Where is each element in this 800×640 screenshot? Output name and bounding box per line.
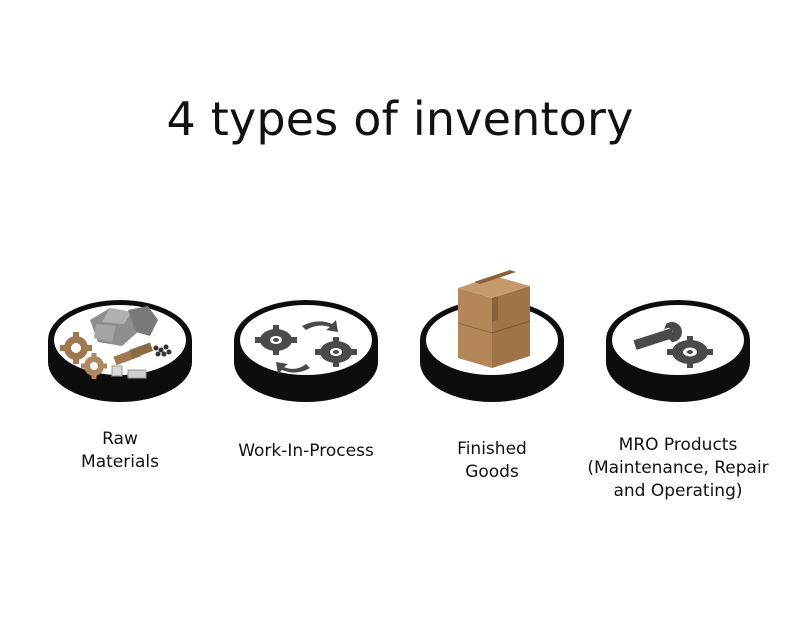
inventory-item-finished-goods: Finished Goods [412,240,592,490]
raw-materials-icon [48,300,192,402]
finished-goods-box-icon [420,270,564,402]
inventory-label-mro-products: MRO Products (Maintenance, Repair and Op… [587,435,769,501]
inventory-item-mro-products: MRO Products (Maintenance, Repair and Op… [587,290,778,510]
inventory-label-finished-goods: Finished Goods [457,439,527,482]
inventory-item-raw-materials: Raw Materials [40,290,220,490]
page-title: 4 types of inventory [166,92,634,146]
inventory-label-work-in-process: Work-In-Process [238,441,374,461]
inventory-item-work-in-process: Work-In-Process [226,290,406,490]
mro-wrench-gear-icon [606,300,750,402]
work-in-process-icon [234,300,378,402]
inventory-label-raw-materials: Raw Materials [81,429,159,472]
